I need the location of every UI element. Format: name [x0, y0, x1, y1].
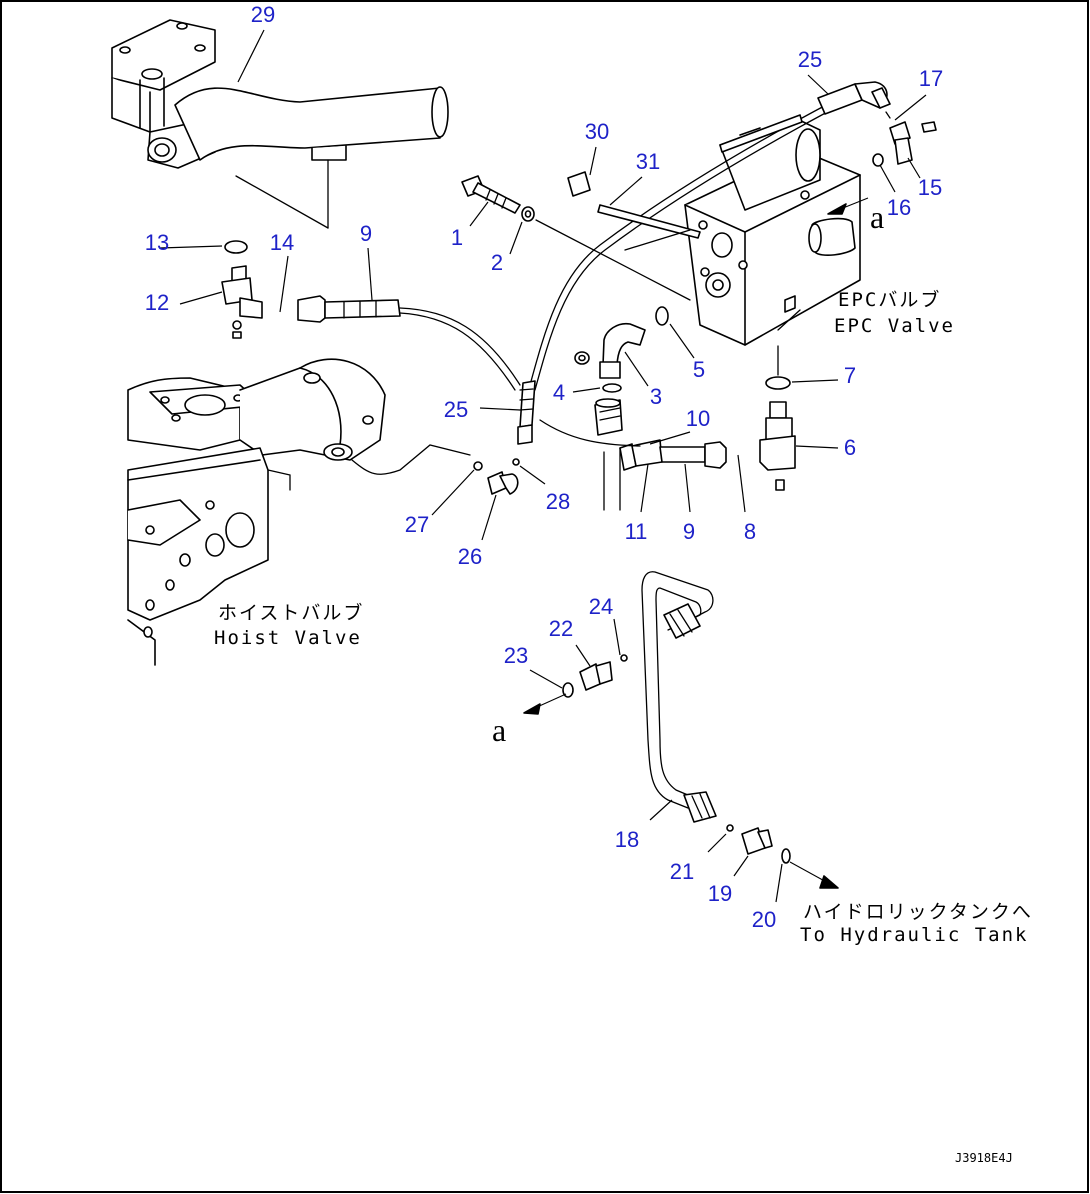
callout-11: 11	[625, 519, 648, 544]
callout-14: 14	[270, 230, 294, 255]
callout-24: 24	[589, 594, 613, 619]
reference-mark-a-bottom: a	[492, 712, 506, 748]
tank-label-jp: ハイドロリックタンクへ	[803, 901, 1033, 923]
part-2-washer	[521, 206, 691, 301]
callout-3: 3	[650, 384, 662, 409]
callout-23: 23	[504, 643, 528, 668]
part-1-bolt	[461, 175, 521, 214]
callout-26: 26	[458, 544, 482, 569]
part-29-pipe-flange	[111, 19, 449, 229]
reference-mark-a-top: a	[870, 199, 884, 235]
callout-20: 20	[752, 907, 776, 932]
epc-valve-label-jp: EPCバルブ	[838, 288, 941, 311]
part-6-fitting	[759, 309, 801, 491]
part-9-10-11-hose-assembly	[539, 398, 727, 511]
callout-25: 25	[444, 397, 468, 422]
part-26-27-28-fittings	[351, 444, 520, 495]
arrow-to-hydraulic-tank	[789, 861, 839, 889]
part-15-16-17-fittings	[872, 111, 937, 167]
text-labels: EPCバルブ EPC Valve ホイストバルブ Hoist Valve ハイド…	[214, 199, 1033, 1165]
callout-28: 28	[546, 489, 570, 514]
callout-1: 1	[451, 225, 463, 250]
drawing-code: J3918E4J	[955, 1151, 1013, 1165]
callout-4: 4	[553, 380, 565, 405]
callout-27: 27	[405, 512, 429, 537]
hoist-valve-body	[127, 358, 386, 666]
callout-6: 6	[844, 435, 856, 460]
callout-15: 15	[918, 175, 942, 200]
part-3-elbow	[574, 306, 669, 393]
reference-arrow-a-bottom	[523, 693, 567, 715]
callout-31: 31	[636, 149, 660, 174]
leader-lines	[159, 29, 927, 903]
callout-17: 17	[919, 66, 943, 91]
callout-29: 29	[251, 2, 275, 27]
callout-9: 9	[683, 519, 695, 544]
callout-8: 8	[744, 519, 756, 544]
epc-valve-block	[684, 117, 861, 346]
callout-25: 25	[798, 47, 822, 72]
callout-5: 5	[693, 357, 705, 382]
part-9-hose-left	[297, 295, 521, 391]
callout-21: 21	[670, 859, 694, 884]
callout-16: 16	[887, 195, 911, 220]
hoist-valve-label-jp: ホイストバルブ	[218, 601, 364, 624]
callout-9: 9	[360, 221, 372, 246]
callout-2: 2	[491, 250, 503, 275]
callout-30: 30	[585, 119, 609, 144]
callout-13: 13	[145, 230, 169, 255]
callout-22: 22	[549, 616, 573, 641]
part-12-elbow	[221, 240, 263, 339]
reference-arrow-a-top	[827, 197, 869, 215]
part-25-lower-hose	[517, 380, 536, 445]
callout-10: 10	[686, 406, 710, 431]
epc-valve-label-en: EPC Valve	[834, 315, 955, 337]
callout-19: 19	[708, 881, 732, 906]
callout-12: 12	[145, 290, 169, 315]
callout-18: 18	[615, 827, 639, 852]
part-25-upper-hose	[529, 81, 891, 391]
part-18-tank-pipe	[562, 571, 791, 864]
hoist-valve-label-en: Hoist Valve	[214, 627, 362, 649]
part-30-31-fittings	[567, 171, 701, 251]
callout-7: 7	[844, 363, 856, 388]
tank-label-en: To Hydraulic Tank	[800, 924, 1028, 946]
